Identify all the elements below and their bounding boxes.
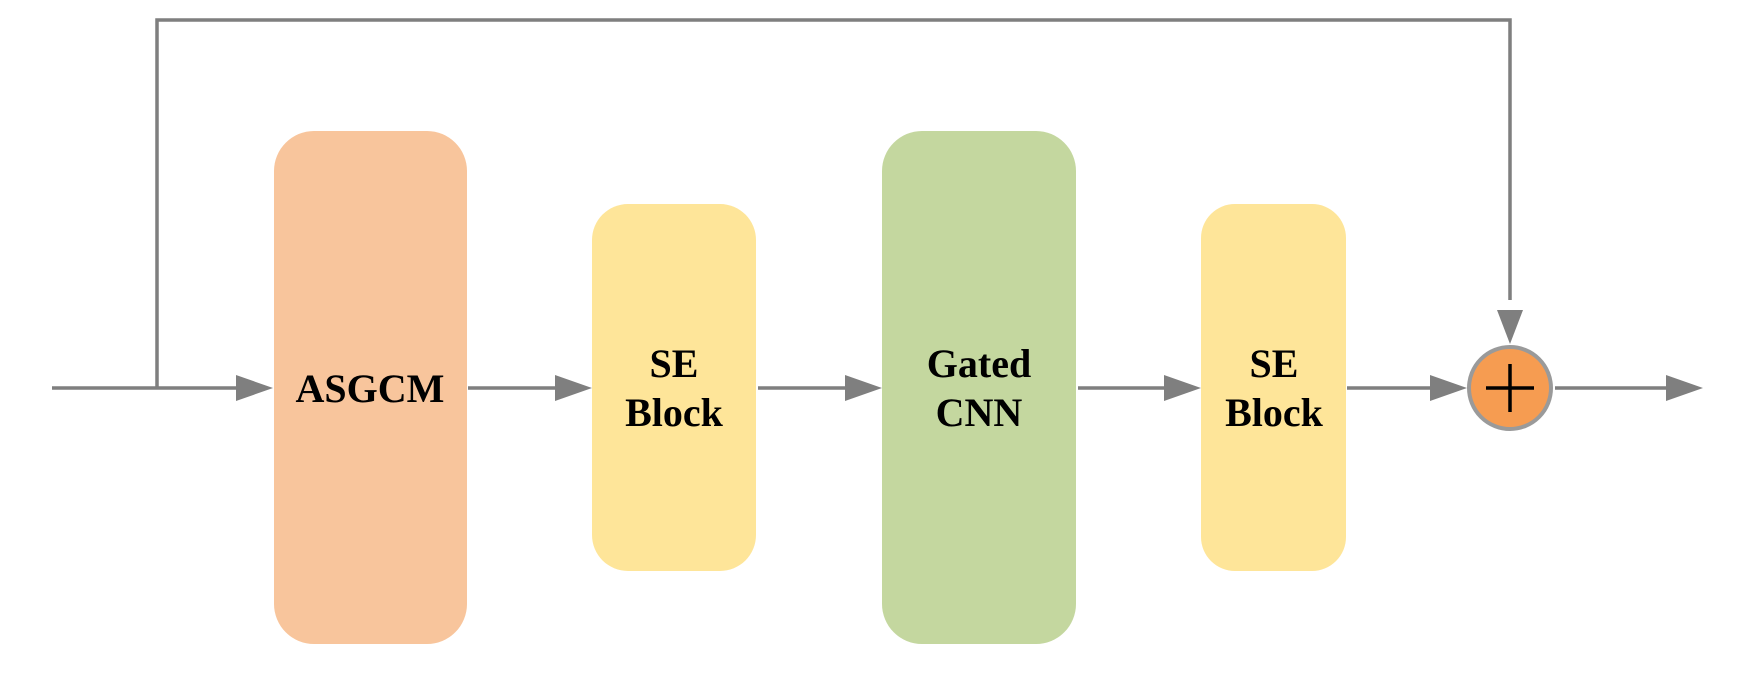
se2-to-sum-arrowhead: [1430, 375, 1467, 401]
input-arrowhead: [236, 375, 273, 401]
skip-connection-line: [155, 18, 1512, 388]
se-block-2: SE Block: [1201, 204, 1346, 571]
gated-cnn-label-line2: CNN: [936, 390, 1023, 435]
plus-icon: [1486, 364, 1534, 412]
sum-node: [1467, 345, 1553, 431]
asgcm-label: ASGCM: [296, 366, 445, 411]
gated-to-se2-arrowhead: [1164, 375, 1201, 401]
gated-cnn-block: Gated CNN: [882, 131, 1076, 644]
asgcm-to-se1-arrowhead: [555, 375, 592, 401]
asgcm-block: ASGCM: [274, 131, 467, 644]
se-block-2-label-line1: SE: [1250, 341, 1299, 386]
se-block-1: SE Block: [592, 204, 756, 571]
se-block-1-label-line1: SE: [650, 341, 699, 386]
se-block-1-label-line2: Block: [625, 390, 724, 435]
gated-cnn-label-line1: Gated: [927, 341, 1031, 386]
output-arrowhead: [1666, 375, 1703, 401]
skip-connection-arrowhead: [1497, 310, 1523, 344]
se1-to-gated-arrowhead: [845, 375, 882, 401]
se-block-2-label-line2: Block: [1225, 390, 1324, 435]
